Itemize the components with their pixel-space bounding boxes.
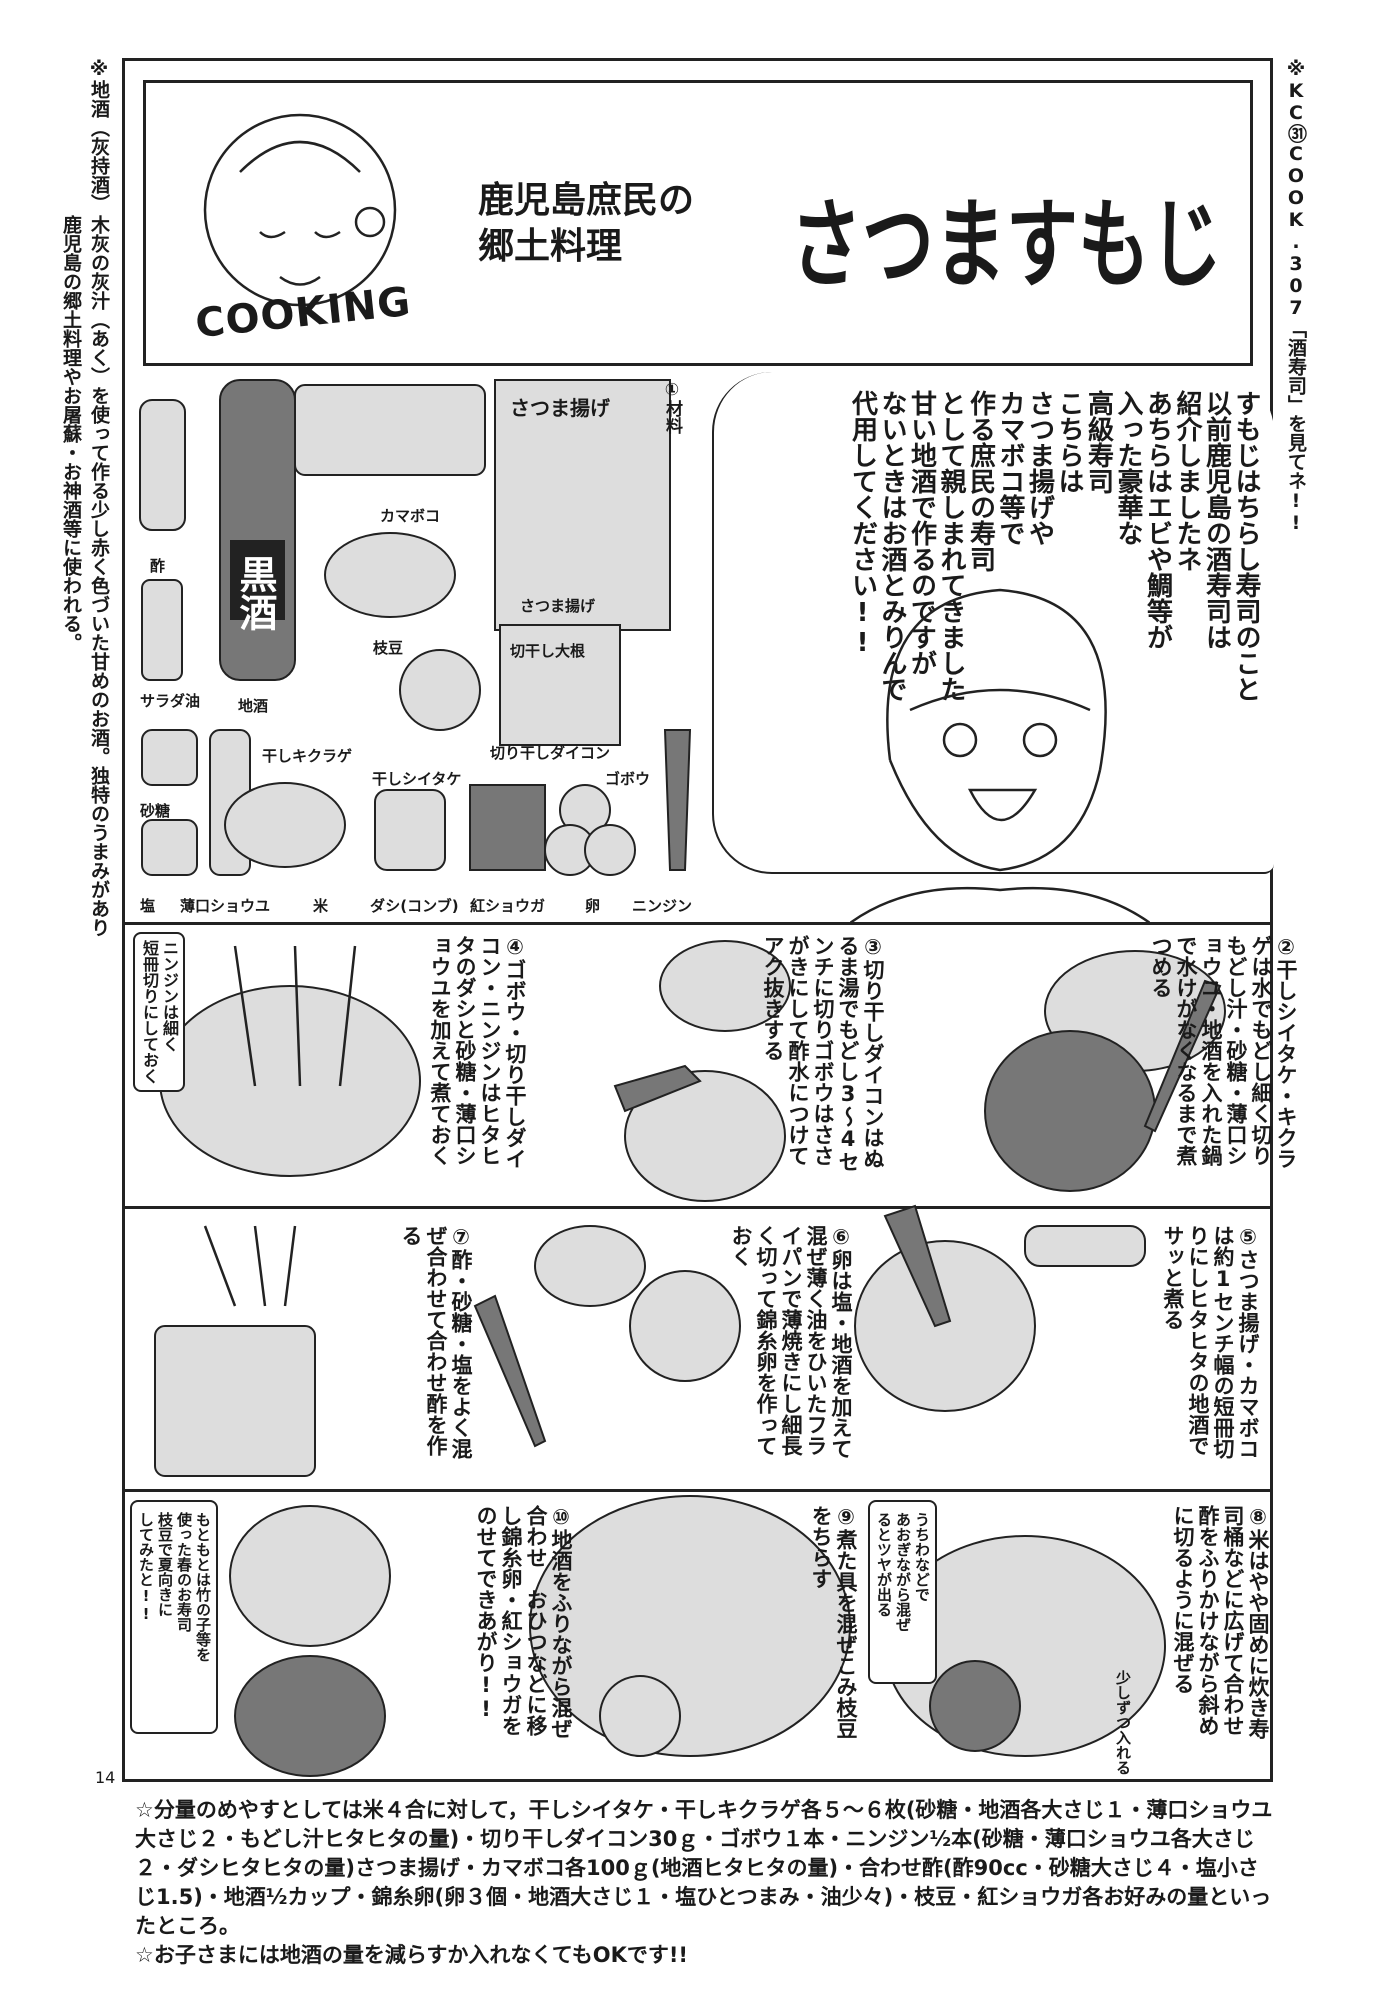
label-carrot: ニンジン (632, 897, 693, 915)
margin-note-title: ※地酒（灰持酒） (88, 58, 110, 213)
subtitle-line1: 鹿児島庶民の (478, 180, 695, 221)
step-10: ⑩地酒をふりながら混ぜ 合わせ おひつなどに移 し錦糸卵・紅ショウガを のせてで… (473, 1505, 573, 1739)
step-number: ⑨ (834, 1505, 858, 1529)
step-3: ③切り干しダイコンはぬ るま湯でもどし3〜4セ ンチに切りゴボウはささ がきにし… (760, 935, 885, 1172)
little-note: 少しずつ入れる (1114, 1670, 1132, 1775)
step-2: ②干しシイタケ・キクラ ゲは水でもどし細く切り もどし汁・砂糖・薄口シ ョウユ・… (1148, 935, 1298, 1169)
step-text: さつま揚げ・カマボコ は約1センチ幅の短冊切 りにしヒタヒタの地酒で サッと煮る (1161, 1225, 1260, 1459)
step-text: 卵は塩・地酒を加えて 混ぜ薄く油をひいたフラ イパンで薄焼きにし細長 く切って錦… (729, 1225, 853, 1459)
kurozake-bottle-label: 黒酒 (233, 555, 277, 631)
step-text: 地酒をふりながら混ぜ 合わせ おひつなどに移 し錦糸卵・紅ショウガを のせてでき… (474, 1505, 573, 1739)
carrot-note: ニンジンは細く 短冊切りにしておく (133, 932, 185, 1092)
label-salt: 塩 (140, 897, 156, 915)
page-title: さつますもじ (790, 187, 1223, 302)
intro-line: ないときはお酒とみりんで (877, 390, 907, 702)
label-jizake: 地酒 (238, 697, 269, 715)
page-frame (122, 58, 1273, 1782)
subtitle-line2: 郷土料理 (478, 226, 623, 267)
step-number: ⑦ (449, 1225, 473, 1249)
step-number: ⑩ (549, 1505, 573, 1529)
row-divider (122, 1206, 1273, 1209)
step-4: ④ゴボウ・切り干しダイ コン・ニンジンはヒタヒ タのダシと砂糖・薄口シ ョウユを… (427, 935, 527, 1169)
label-salad-oil: サラダ油 (140, 692, 201, 710)
step-number: ② (1274, 935, 1298, 959)
intro-line: 以前鹿児島の酒寿司は (1201, 390, 1232, 650)
label-beni-shoga: 紅ショウガ (470, 897, 546, 915)
intro-line: さつま揚げや (1024, 390, 1055, 546)
chef-character-icon (850, 588, 1150, 923)
subtitle: 鹿児島庶民の 郷土料理 (478, 178, 694, 270)
step-text: 米はやや固めに炊き寿 司桶などに広げて合わせ 酢をふりかけながら斜め に切るよう… (1171, 1505, 1270, 1739)
row-divider (122, 1489, 1273, 1492)
intro-line: 作る庶民の寿司 (965, 390, 996, 572)
label-vinegar: 酢 (150, 557, 166, 575)
intro-lines: すもじはちらし寿司のこと 以前鹿児島の酒寿司は 紹介しましたネ あちらはエビや鯛… (848, 390, 1262, 702)
label-kiriboshi-pack: 切干し大根 (510, 642, 586, 660)
step-number: ④ (503, 935, 527, 959)
intro-line: カマボコ等で (995, 390, 1025, 546)
step-number: ③ (861, 935, 885, 959)
quantities-note: ☆分量のめやすとしては米４合に対して，干しシイタケ・干しキクラゲ各５〜６枚(砂糖… (135, 1798, 1273, 1938)
intro-line: として親しまれてきました (936, 390, 966, 702)
step-number: ⑥ (829, 1225, 853, 1249)
label-satsuma-age-pack: さつま揚げ (510, 396, 610, 420)
label-sugar: 砂糖 (140, 802, 171, 820)
origin-note: もともとは竹の子等を 使った春のお寿司 枝豆で夏向きに してみたと!! (130, 1500, 218, 1734)
chef-portrait-icon (203, 113, 397, 307)
row-divider (122, 922, 1273, 925)
intro-text: すもじはちらし寿司のこと 以前鹿児島の酒寿司は 紹介しましたネ あちらはエビや鯛… (735, 390, 1262, 790)
step-text: ゴボウ・切り干しダイ コン・ニンジンはヒタヒ タのダシと砂糖・薄口シ ョウユを加… (428, 935, 527, 1169)
label-rice: 米 (313, 897, 329, 915)
label-edamame: 枝豆 (373, 639, 404, 657)
step-5: ⑤さつま揚げ・カマボコ は約1センチ幅の短冊切 りにしヒタヒタの地酒で サッと煮… (1160, 1225, 1260, 1459)
label-satsuma-age: さつま揚げ (520, 597, 596, 615)
label-egg: 卵 (585, 897, 601, 915)
label-kamaboko: カマボコ (380, 507, 441, 525)
step-7: ⑦酢・砂糖・塩をよく混 ぜ合わせて合わせ酢を作 る (398, 1225, 473, 1459)
label-kiriboshi-daikon: 切り干しダイコン (490, 744, 611, 762)
intro-line: 高級寿司 (1083, 390, 1114, 494)
step-text: 干しシイタケ・キクラ ゲは水でもどし細く切り もどし汁・砂糖・薄口シ ョウユ・地… (1149, 935, 1298, 1169)
intro-line: こちらは (1054, 390, 1084, 494)
step-number: ⑧ (1246, 1505, 1270, 1529)
ingredients-heading: ①材料 (662, 380, 682, 434)
step-text: 煮た具を混ぜこみ枝豆 をちらす (809, 1505, 858, 1739)
intro-line: あちらはエビや鯛等が (1142, 390, 1173, 650)
step-8: ⑧米はやや固めに炊き寿 司桶などに広げて合わせ 酢をふりかけながら斜め に切るよ… (1170, 1505, 1270, 1739)
step-text: 切り干しダイコンはぬ るま湯でもどし3〜4セ ンチに切りゴボウはささ がきにして… (761, 935, 885, 1172)
label-kikurage: 干しキクラゲ (262, 747, 353, 765)
intro-line: すもじはちらし寿司のこと (1231, 390, 1261, 702)
label-shiitake: 干しシイタケ (372, 770, 462, 788)
bottom-notes: ☆分量のめやすとしては米４合に対して，干しシイタケ・干しキクラゲ各５〜６枚(砂糖… (135, 1796, 1275, 1970)
label-gobo: ゴボウ (605, 770, 651, 788)
margin-note-right: ※KC㉛COOK.307「酒寿司」を見てネ!! (1285, 58, 1307, 534)
intro-line: 代用してください!! (847, 390, 878, 658)
label-dashi: ダシ(コンブ) (370, 897, 459, 915)
kids-note: ☆お子さまには地酒の量を減らすか入れなくてもOKです!! (135, 1943, 689, 1967)
margin-note-line1: 木灰の灰汁（あく）を使って作る少し赤く色づいた甘めのお酒。独特のうまみがあり (88, 215, 110, 937)
ingredients-illustration (139, 379, 692, 876)
label-usukuchi: 薄口ショウユ (180, 897, 271, 915)
intro-line: 紹介しましたネ (1172, 390, 1202, 572)
intro-line: 甘い地酒で作るのですが (906, 390, 937, 676)
step-9: ⑨煮た具を混ぜこみ枝豆 をちらす (808, 1505, 858, 1739)
step-number: ⑤ (1236, 1225, 1260, 1249)
page-number: 14 (95, 1768, 116, 1787)
step-text: 酢・砂糖・塩をよく混 ぜ合わせて合わせ酢を作 る (399, 1225, 473, 1459)
title-box (143, 80, 1253, 366)
intro-line: 入った豪華な (1113, 390, 1143, 546)
uchiwa-note: うちわなどで あおぎながら混ぜ るとツヤが出る (868, 1500, 937, 1684)
steps-illustrations (154, 940, 1226, 1777)
step-6: ⑥卵は塩・地酒を加えて 混ぜ薄く油をひいたフラ イパンで薄焼きにし細長 く切って… (728, 1225, 853, 1459)
margin-note-line2: 鹿児島の郷土料理やお屠蘇・お神酒等に使われる。 (60, 215, 82, 652)
